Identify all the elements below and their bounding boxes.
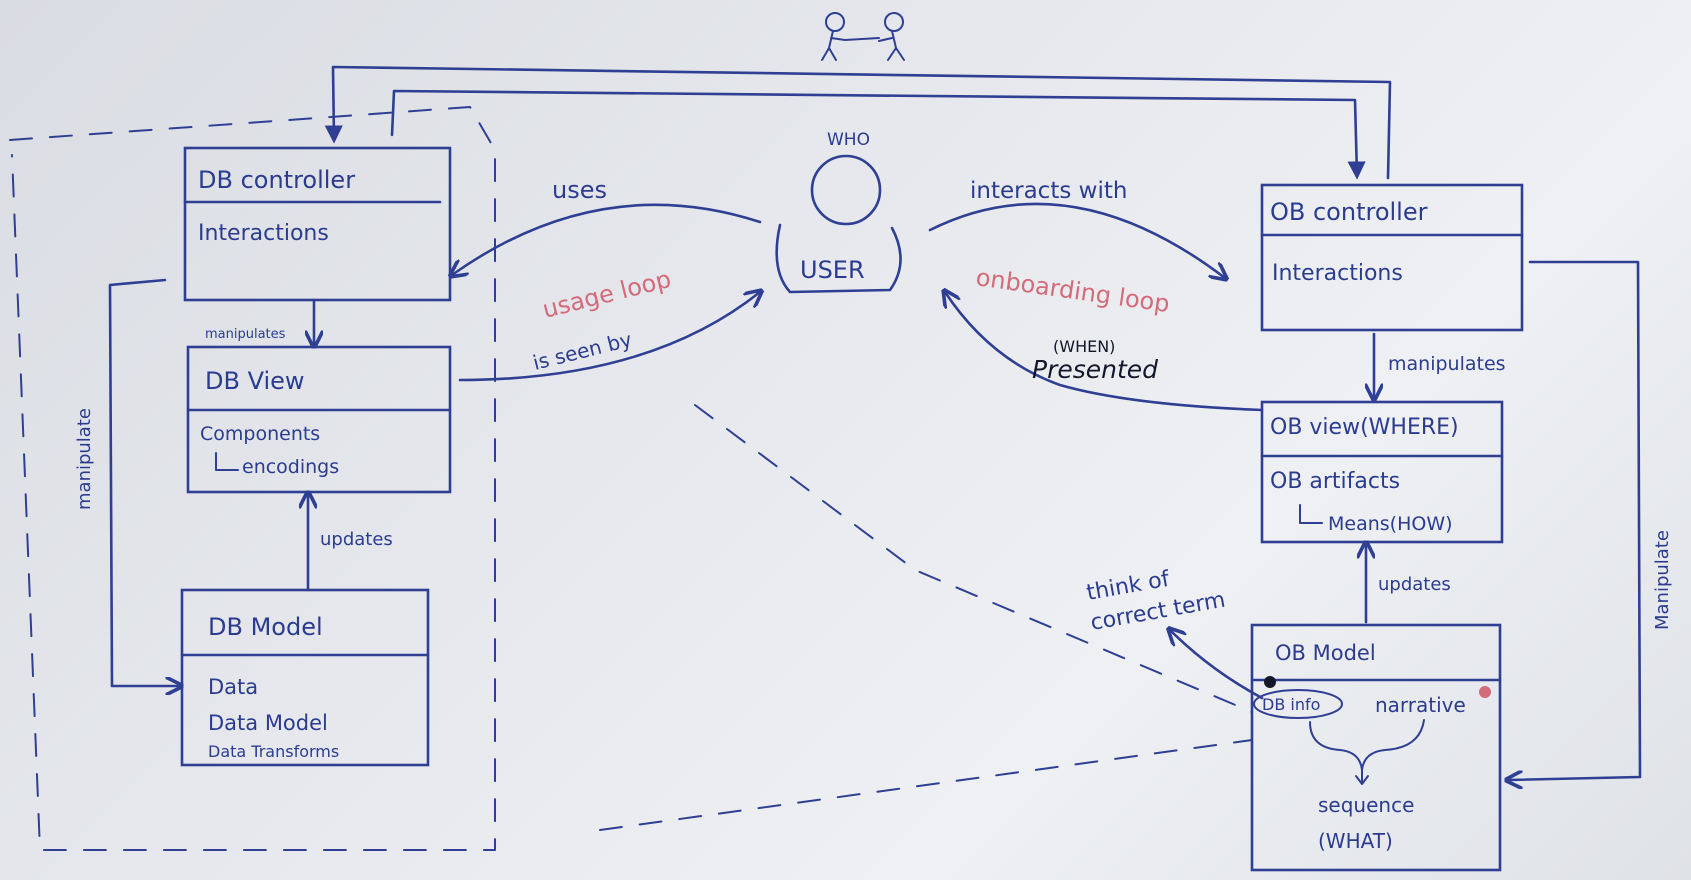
interacts-with-arrow: [928, 202, 1225, 278]
when-label: (WHEN): [1053, 337, 1115, 356]
think-of-arrow: [1170, 630, 1264, 700]
uses-label: uses: [552, 176, 607, 204]
ob-model-box: [1250, 623, 1502, 872]
db-manipulates-label: manipulates: [205, 327, 286, 342]
db-model-body3: Data Transforms: [208, 742, 339, 761]
red-dot-marker: [1479, 686, 1491, 698]
db-view-title: DB View: [205, 367, 305, 395]
top-loop-arrow-inner: [390, 89, 1366, 180]
ob-side-manipulate-label: Manipulate: [1652, 530, 1673, 630]
db-controller-title: DB controller: [198, 166, 355, 194]
is-seen-by-arrow: [458, 292, 760, 382]
top-loop-arrow: [324, 65, 1392, 180]
stick-figures-icon: [821, 12, 905, 61]
db-model-title: DB Model: [208, 613, 323, 641]
db-side-manipulate-label: manipulate: [74, 408, 95, 510]
ob-view-body2: Means(HOW): [1328, 513, 1453, 535]
interacts-with-label: interacts with: [970, 178, 1127, 204]
ob-controller-body: Interactions: [1272, 261, 1403, 286]
ob-model-title: OB Model: [1275, 641, 1376, 665]
uses-arrow: [452, 203, 762, 275]
db-info-dashed-link: [694, 404, 1253, 713]
user-label: USER: [800, 256, 865, 284]
db-updates-label: updates: [320, 529, 393, 550]
db-view-body2: encodings: [242, 456, 339, 478]
who-label: WHO: [827, 130, 870, 150]
db-side-manipulate-arrow: [108, 278, 180, 686]
db-model-body2: Data Model: [208, 711, 328, 735]
db-info-label: DB info: [1262, 695, 1320, 714]
db-controller-box: [183, 146, 452, 302]
black-dot-marker: [1264, 676, 1276, 688]
sequence-label: sequence: [1318, 793, 1414, 817]
ob-manipulates-label: manipulates: [1388, 353, 1506, 375]
left-dashed-boundary: [9, 106, 496, 851]
presented-label: Presented: [1032, 355, 1158, 384]
presented-arrow: [945, 292, 1264, 412]
narrative-label: narrative: [1375, 693, 1466, 717]
ob-controller-box: [1260, 183, 1524, 332]
ob-side-manipulate-arrow: [1508, 260, 1642, 780]
db-view-body1: Components: [200, 423, 320, 445]
usage-loop-label: usage loop: [540, 265, 674, 324]
ob-updates-label: updates: [1378, 574, 1451, 595]
ob-view-body1: OB artifacts: [1270, 469, 1400, 494]
what-label: (WHAT): [1318, 829, 1393, 853]
db-info-dashed-link-lower: [599, 739, 1253, 831]
is-seen-by-label: is seen by: [530, 327, 634, 375]
user-icon: [775, 154, 902, 294]
db-controller-body: Interactions: [198, 221, 329, 246]
ob-view-title: OB view(WHERE): [1270, 415, 1459, 440]
onboarding-loop-label: onboarding loop: [974, 263, 1171, 318]
ob-view-box: [1260, 400, 1504, 544]
ob-controller-title: OB controller: [1270, 198, 1428, 226]
db-model-body1: Data: [208, 675, 258, 699]
